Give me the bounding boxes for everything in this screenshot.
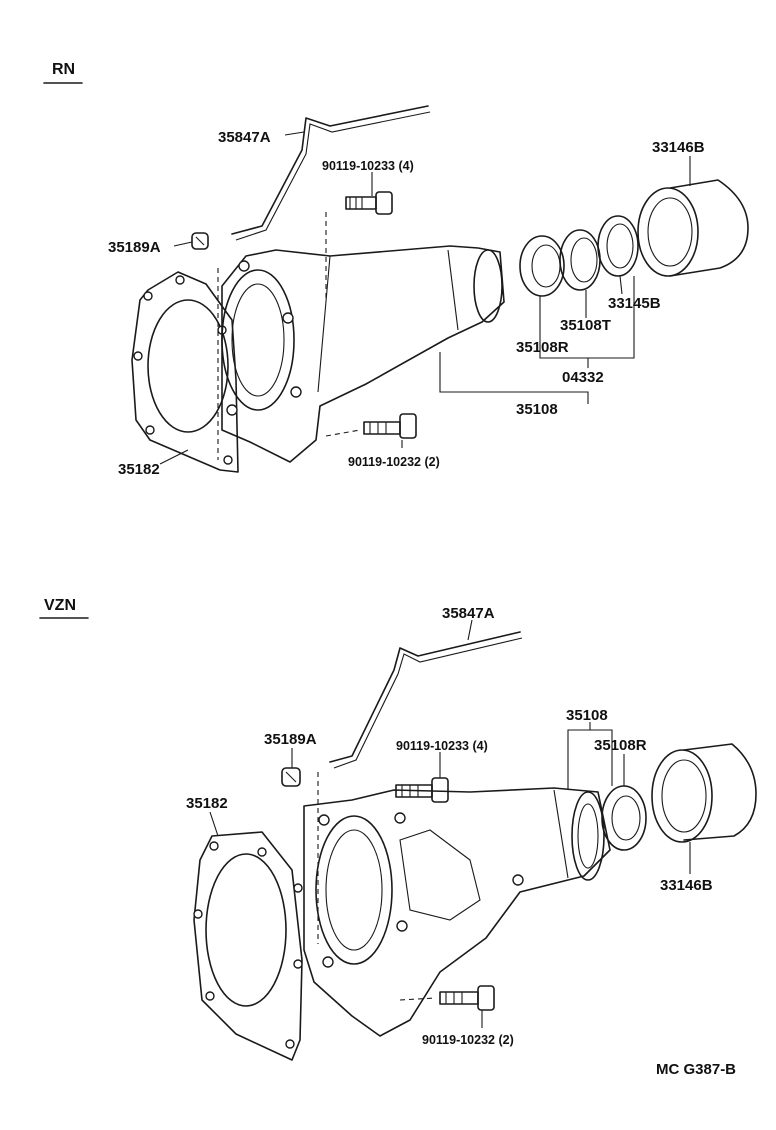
label-plug-vzn: 35189A (264, 731, 317, 748)
extension-housing-rn (221, 245, 505, 463)
section-label-rn: RN (52, 61, 75, 78)
label-bolt-upper-vzn: 90119-10233 (4) (396, 739, 488, 753)
bolt-lower-vzn (439, 985, 495, 1011)
bolt-lower-dash-vzn (399, 997, 437, 1001)
label-breather-tube-vzn: 35847A (442, 605, 495, 622)
section-vzn: VZN (39, 597, 757, 1061)
label-bushing-vzn: 35108R (594, 737, 647, 754)
leader-plug-rn (173, 241, 193, 247)
oil-seal-rn (597, 215, 639, 277)
label-housing-rn: 35108 (516, 401, 558, 418)
seal-t-rn (559, 229, 601, 291)
gasket-vzn (193, 831, 303, 1061)
label-bolt-upper-rn: 90119-10233 (4) (322, 159, 414, 173)
section-label-vzn: VZN (44, 597, 76, 614)
label-gasket-rn: 35182 (118, 461, 160, 478)
bolt-lower-dash-rn (325, 429, 361, 437)
label-kit-rn: 04332 (562, 369, 604, 386)
label-seal-t-rn: 35108T (560, 317, 611, 334)
bushing-rn (519, 235, 565, 297)
breather-tube-rn-outline (235, 111, 431, 241)
label-gasket-vzn: 35182 (186, 795, 228, 812)
leader-kit-rn (539, 276, 635, 359)
bolt-upper-rn (345, 191, 393, 215)
leader-tube-vzn (467, 619, 473, 641)
label-bolt-lower-vzn: 90119-10232 (2) (422, 1033, 514, 1047)
bolt-lower-rn (363, 413, 417, 439)
gasket-rn (131, 271, 239, 473)
label-oil-seal-rn: 33145B (608, 295, 661, 312)
label-bushing-rn: 35108R (516, 339, 569, 356)
extension-housing-vzn (303, 787, 611, 1037)
leader-tube-rn (284, 131, 305, 136)
breather-tube-vzn (329, 631, 521, 763)
leader-gasket-rn (159, 449, 189, 465)
label-dust-cover-vzn: 33146B (660, 877, 713, 894)
breather-tube-vzn-outline (333, 637, 523, 769)
bushing-vzn (601, 785, 647, 851)
label-plug-rn: 35189A (108, 239, 161, 256)
leader-gasket-vzn (209, 811, 219, 837)
label-housing-vzn: 35108 (566, 707, 608, 724)
leader-oil-seal-rn (619, 275, 623, 295)
leader-housing-rn (439, 352, 589, 404)
footer-code: MC G387-B (656, 1061, 736, 1078)
label-dust-cover-rn: 33146B (652, 139, 705, 156)
label-bolt-lower-rn: 90119-10232 (2) (348, 455, 440, 469)
dust-cover-rn (637, 179, 749, 277)
section-rn: RN (43, 61, 749, 478)
dust-cover-vzn (651, 743, 757, 843)
plug-vzn (281, 767, 301, 787)
label-breather-tube-rn: 35847A (218, 129, 271, 146)
breather-tube-rn (231, 105, 429, 235)
plug-rn (191, 232, 209, 250)
